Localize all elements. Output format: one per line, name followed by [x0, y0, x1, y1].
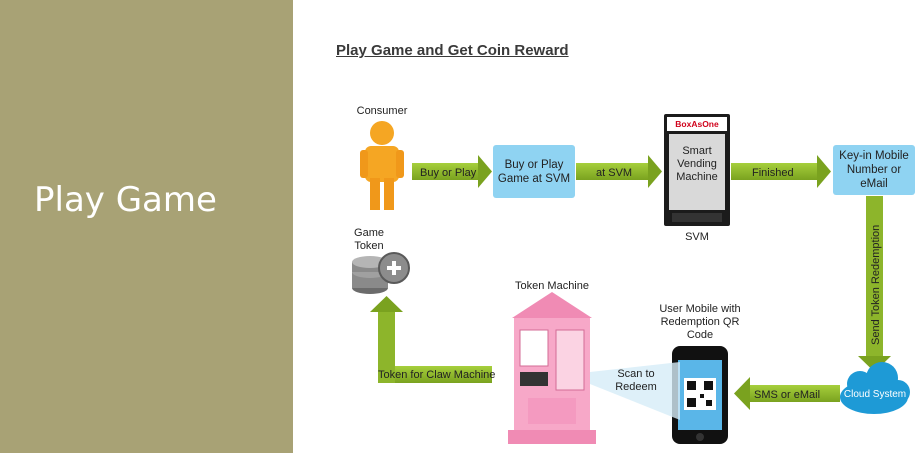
svm-label: SVM	[685, 231, 709, 243]
consumer-label: Consumer	[356, 105, 408, 117]
mobile-label: User Mobile with Redemption QR Code	[659, 303, 741, 341]
token-machine-icon	[508, 292, 596, 444]
cloud-label: Cloud System	[843, 389, 907, 400]
scan-beam	[590, 362, 680, 420]
label-token-claw: Token for Claw Machine	[378, 369, 495, 381]
arrow-sms-email	[734, 377, 840, 410]
label-sms-email: SMS or eMail	[754, 389, 820, 401]
svm-screen-text: Smart Vending Machine	[676, 145, 718, 183]
title-panel	[0, 0, 293, 453]
arrow-buy-or-play	[412, 155, 492, 188]
arrow-token-claw	[370, 296, 492, 383]
game-token-icon	[352, 252, 410, 294]
label-at-svm: at SVM	[596, 167, 632, 179]
consumer-icon	[360, 121, 404, 210]
arrow-at-svm	[576, 155, 662, 188]
diagram-heading: Play Game and Get Coin Reward	[336, 42, 569, 59]
cloud-icon	[840, 362, 910, 414]
scan-label: Scan to Redeem	[615, 368, 657, 393]
mobile-phone-icon	[672, 346, 728, 444]
arrow-finished	[731, 155, 831, 188]
buy-or-play-box: Buy or Play Game at SVM	[493, 145, 575, 198]
label-send-token: Send Token Redemption	[870, 225, 882, 345]
game-token-label: Game Token	[354, 227, 384, 252]
svm-logo: BoxAsOne	[675, 119, 719, 129]
label-buy-or-play: Buy or Play	[420, 167, 477, 179]
label-finished: Finished	[752, 167, 794, 179]
slide-title: Play Game	[34, 180, 217, 220]
token-machine-label: Token Machine	[515, 280, 589, 292]
key-in-box: Key-in Mobile Number or eMail	[833, 145, 915, 195]
smart-vending-machine-icon	[664, 114, 730, 226]
